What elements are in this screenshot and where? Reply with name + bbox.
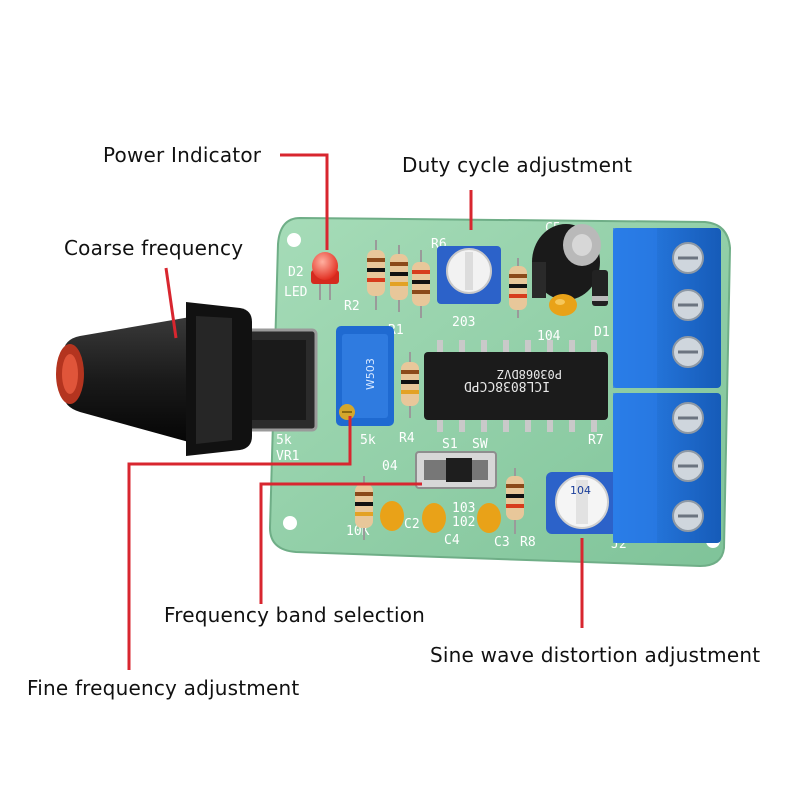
label-vr1: VR1 — [276, 449, 299, 464]
label-led: LED — [284, 285, 308, 300]
resistor — [401, 352, 419, 418]
label-203: 203 — [452, 315, 475, 330]
callout-lines — [127, 153, 584, 670]
callout-duty-cycle: Duty cycle adjustment — [402, 153, 633, 177]
coarse-frequency-pot — [56, 302, 318, 456]
label-104-top: 104 — [537, 329, 561, 344]
pot-code: W503 — [364, 358, 377, 390]
duty-trimmer — [437, 246, 501, 304]
band-slide-switch — [415, 451, 497, 489]
callout-fine-frequency: Fine frequency adjustment — [27, 676, 300, 700]
trimmer-code: 104 — [570, 484, 591, 497]
callout-coarse-frequency: Coarse frequency — [64, 236, 244, 260]
label-r4: R4 — [399, 431, 415, 446]
label-r7: R7 — [588, 433, 604, 448]
callout-sine-distortion: Sine wave distortion adjustment — [430, 643, 761, 667]
label-102: 102 — [452, 515, 475, 530]
label-103: 103 — [452, 501, 475, 516]
terminal-block-bottom — [613, 393, 721, 543]
mount-hole — [287, 233, 301, 247]
label-sw: SW — [472, 437, 488, 452]
silkscreen-labels: D2 LED R2 R6 C5 R1 203 104 D1 5k VR1 5k … — [276, 221, 627, 552]
resistor — [355, 476, 373, 540]
fine-frequency-pot: W503 — [336, 326, 394, 426]
electrolytic-capacitor — [532, 224, 601, 300]
label-c4: C4 — [444, 533, 460, 548]
mount-hole — [283, 516, 297, 530]
resistor — [367, 240, 385, 310]
label-c3: C3 — [494, 535, 510, 550]
callout-line-coarse — [164, 267, 178, 339]
resistor — [509, 258, 527, 318]
label-d2: D2 — [288, 265, 304, 280]
sine-trimmer: 104 — [546, 472, 620, 534]
label-c2: C2 — [404, 517, 420, 532]
resistor — [390, 245, 408, 312]
label-04: 04 — [382, 459, 398, 474]
ceramic-capacitors — [380, 501, 501, 533]
label-5k-a: 5k — [276, 433, 292, 448]
label-s1: S1 — [442, 437, 458, 452]
resistors — [355, 240, 527, 540]
callout-line-band — [259, 482, 422, 604]
callout-line-power — [280, 153, 329, 250]
resistor — [506, 468, 524, 534]
terminal-block-top — [613, 228, 721, 388]
chip-marking-2: P03068DVZ — [497, 367, 562, 381]
icl8038-chip: ICL8038CCPD P03068DVZ — [424, 340, 608, 432]
callout-power-indicator: Power Indicator — [103, 143, 262, 167]
label-r2: R2 — [344, 299, 360, 314]
callout-frequency-band: Frequency band selection — [164, 603, 426, 627]
callout-line-fine — [127, 416, 352, 670]
label-d1: D1 — [594, 325, 610, 340]
label-r8: R8 — [520, 535, 536, 550]
power-led — [311, 252, 339, 300]
chip-marking-1: ICL8038CCPD — [464, 378, 550, 393]
label-5k-b: 5k — [360, 433, 376, 448]
resistor — [412, 250, 430, 318]
ceramic-capacitor — [549, 294, 577, 316]
diode-d1 — [592, 270, 608, 306]
